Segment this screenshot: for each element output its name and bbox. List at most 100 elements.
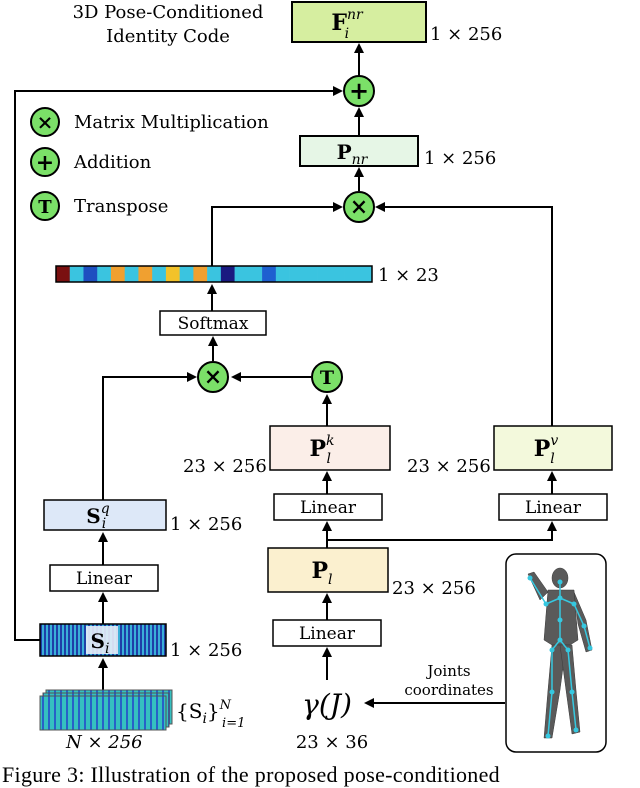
pv-letter: P: [534, 436, 551, 462]
legend-addition-icon: +: [36, 150, 54, 176]
joints-label-line2: coordinates: [404, 681, 493, 699]
addition-op-symbol: +: [349, 76, 369, 105]
attention-cell: [124, 266, 139, 282]
transpose-op-symbol: T: [320, 367, 334, 389]
pk-box: [269, 425, 391, 471]
softmax-box: [159, 310, 267, 336]
top-multiply-op-circle: [343, 191, 375, 223]
attention-cell: [358, 266, 373, 282]
attention-cell: [110, 266, 125, 282]
top-multiply-op-symbol: ×: [350, 194, 368, 220]
attention-cell: [83, 266, 98, 282]
sq-letter: S: [86, 504, 100, 528]
pk-dim: 23 × 256: [183, 456, 267, 477]
transpose-op-circle: [311, 361, 343, 393]
legend-transpose-circle: [30, 191, 60, 221]
legend-multiply-label: Matrix Multiplication: [74, 112, 269, 133]
legend-multiply-circle: [30, 107, 60, 137]
pnr-dim: 1 × 256: [424, 148, 496, 169]
attention-cell: [234, 266, 249, 282]
legend-addition-circle: [30, 147, 60, 177]
identity-code-dim: 1 × 256: [430, 24, 502, 45]
linear-k-label: Linear: [300, 498, 357, 518]
pv-sup: v: [550, 433, 558, 449]
pv-box: [493, 425, 613, 471]
linear-k-box: [273, 493, 383, 521]
addition-op-circle: [343, 75, 375, 107]
linear-pl-label: Linear: [299, 624, 356, 644]
identity-code-sub: i: [345, 26, 349, 42]
si-dim: 1 × 256: [170, 640, 242, 661]
linear-v-label: Linear: [525, 498, 582, 518]
attention-cell: [165, 266, 180, 282]
title-line1: 3D Pose-Conditioned: [73, 2, 264, 23]
pk-letter: P: [309, 436, 326, 462]
s-stack: [39, 689, 173, 731]
mid-multiply-op-circle: [197, 361, 229, 393]
identity-code-sup: nr: [347, 7, 364, 23]
pnr-box: [299, 135, 419, 167]
s-set-open: {S: [176, 699, 202, 723]
linear-pl-box: [272, 619, 382, 647]
gamma-encoding: γ(J): [302, 688, 352, 721]
skip-connection: [14, 86, 343, 641]
s-set-sub: i: [202, 711, 206, 727]
attention-cell: [317, 266, 332, 282]
legend-multiply-icon: ×: [37, 110, 54, 134]
attention-cell: [179, 266, 194, 282]
softmax-label: Softmax: [178, 314, 249, 334]
sq-box: [43, 499, 167, 531]
identity-code-box: [291, 1, 427, 43]
pk-sup: k: [326, 433, 334, 449]
attention-cell: [138, 266, 153, 282]
pl-sub: l: [328, 572, 332, 588]
human-pose-image: [505, 553, 607, 753]
sq-sub: i: [102, 516, 106, 532]
pnr-symbol: Pnr: [337, 140, 369, 168]
attention-cell: [262, 266, 277, 282]
gamma-dim: 23 × 36: [296, 732, 368, 753]
title-line2: Identity Code: [106, 26, 230, 47]
pk-sub: l: [327, 451, 331, 467]
attention-weights-bar: [56, 266, 373, 282]
linear-q-box: [49, 564, 159, 592]
pnr-letter: P: [337, 140, 352, 164]
attention-cell: [248, 266, 263, 282]
figure-caption: Figure 3: Illustration of the proposed p…: [2, 762, 500, 787]
sq-dim: 1 × 256: [170, 514, 242, 535]
s-set-dim: N × 256: [65, 732, 143, 753]
joints-label-line1: Joints: [425, 662, 470, 680]
linear-q-label: Linear: [76, 569, 133, 589]
attention-cell: [275, 266, 290, 282]
legend-transpose-label: Transpose: [74, 196, 168, 217]
legend-addition-label: Addition: [73, 152, 152, 173]
attention-cell: [193, 266, 208, 282]
si-letter: S: [91, 629, 105, 653]
pl-symbol: Pl: [311, 558, 332, 588]
si-label-bg: [86, 626, 118, 654]
s-set-close: }: [207, 699, 220, 723]
pv-sub: l: [550, 451, 554, 467]
pnr-sub: nr: [352, 152, 369, 168]
attention-cell: [303, 266, 318, 282]
attention-cell: [56, 266, 71, 282]
s-set-sup: N: [219, 698, 232, 713]
attention-cell: [289, 266, 304, 282]
s-set-range: i=1: [222, 716, 245, 731]
pl-letter: P: [311, 558, 328, 584]
attention-cell: [152, 266, 167, 282]
attention-cell: [207, 266, 222, 282]
attention-cell: [97, 266, 112, 282]
attention-cell: [344, 266, 359, 282]
pv-dim: 23 × 256: [407, 456, 491, 477]
attention-cell: [330, 266, 345, 282]
mid-multiply-op-symbol: ×: [204, 364, 222, 390]
legend-transpose-icon: T: [38, 197, 52, 218]
si-sub: i: [105, 641, 109, 657]
sq-sup: q: [101, 501, 110, 517]
linear-v-box: [498, 493, 608, 521]
